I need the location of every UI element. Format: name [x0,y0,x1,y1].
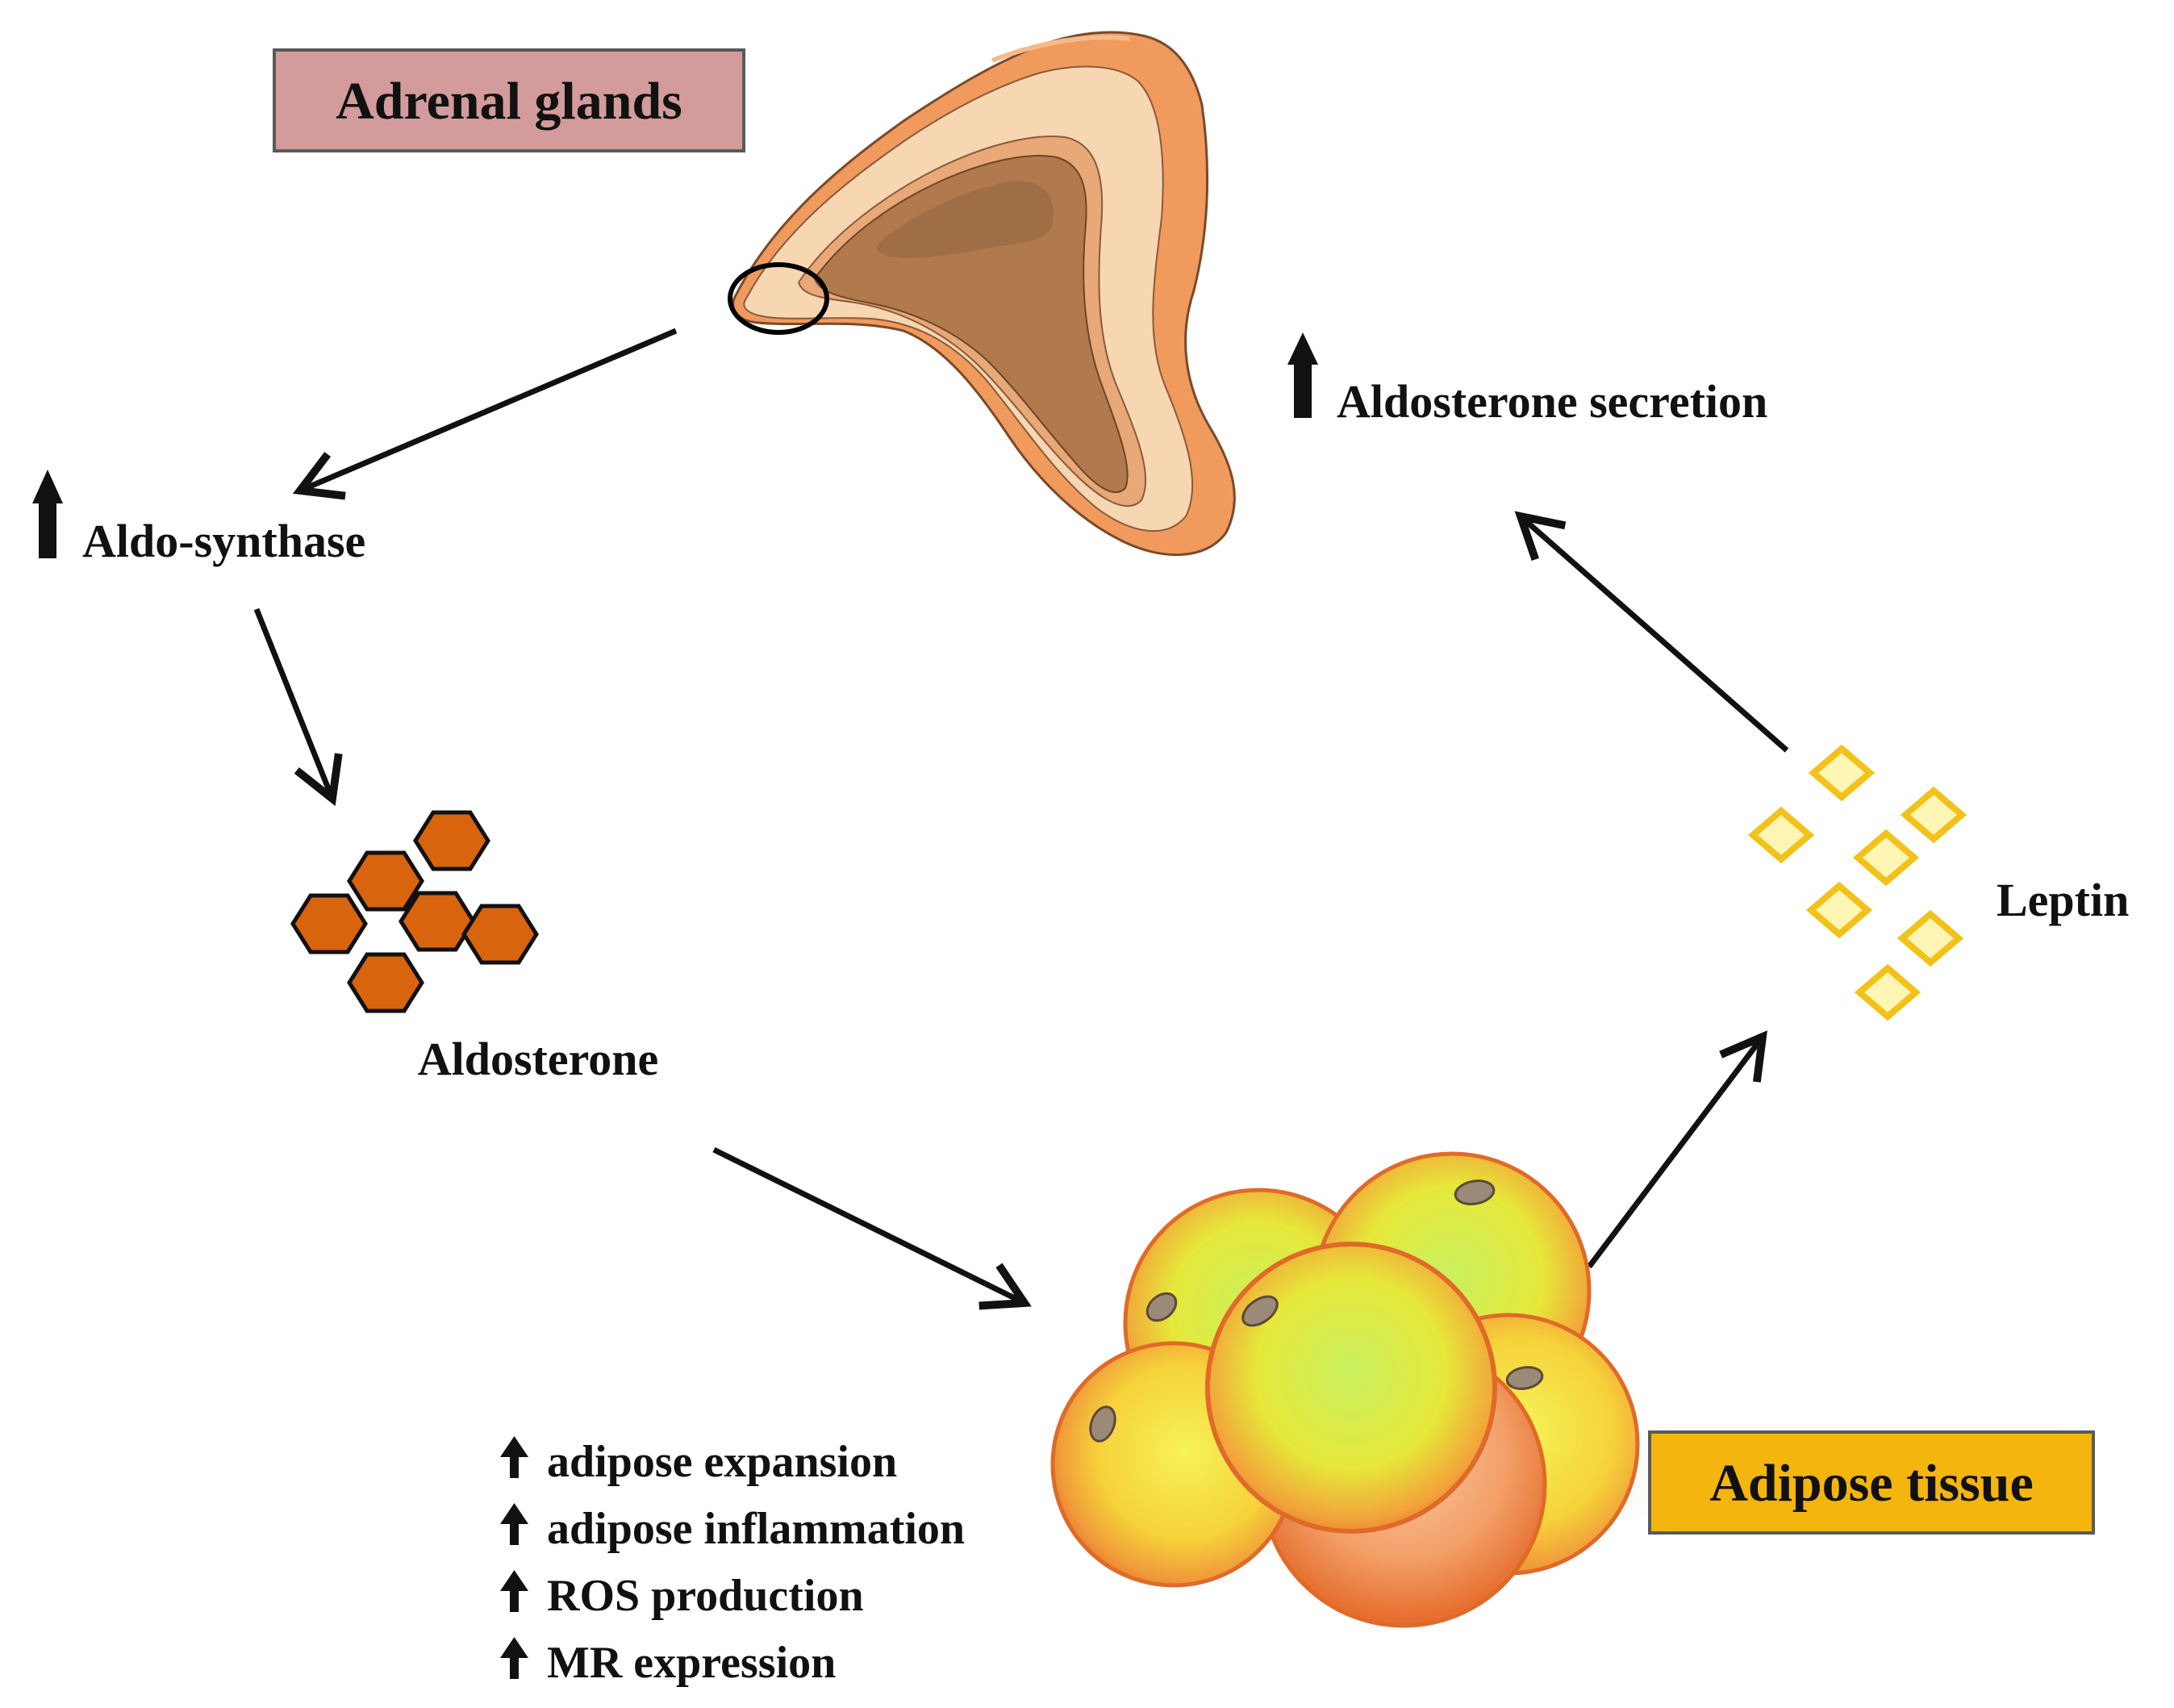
increase-arrow-icon [500,1570,528,1612]
adipose-tissue-box: Adipose tissue [1648,1430,2095,1535]
aldosterone-molecules [290,810,539,1013]
cell-nucleus [1241,1295,1279,1327]
zona-glomerulosa-highlight-circle [728,262,829,335]
arrow-aldo-synthase-to-aldosterone [253,608,343,807]
aldosterone-hexagon [290,893,368,954]
effect-label: adipose inflammation [547,1504,965,1554]
leptin-diamond [1900,786,1967,844]
aldosterone-hexagon [347,850,424,912]
aldosterone-secretion-annotation: Aldosterone secretion [1287,332,1767,428]
arrow-leptin-to-adrenal [1514,511,1789,753]
aldosterone-secretion-label: Aldosterone secretion [1337,375,1767,428]
leptin-diamond [1747,806,1815,864]
cell-nuclei [1089,1180,1544,1443]
leptin-label: Leptin [1997,874,2129,926]
cell-nucleus [1505,1366,1544,1390]
leptin-molecules [1747,744,1967,1021]
aldosterone-hexagon [398,891,476,952]
leptin-diamond [1852,829,1920,887]
cell-nucleus [1089,1405,1116,1443]
increase-arrow-icon [1287,332,1318,418]
aldosterone-hexagon [461,904,539,965]
effect-item: adipose inflammation [500,1503,965,1554]
increase-arrow-icon [32,470,63,558]
adrenal-medulla-shade [876,181,1054,258]
leptin-diamond [1897,909,1964,967]
effect-item: MR expression [500,1637,836,1688]
effect-item: ROS production [500,1570,864,1621]
adrenal-gland-illustration [728,31,1236,557]
adipose-effects-list: adipose expansion adipose inflammation R… [500,1436,965,1688]
aldosterone-hexagon [347,952,424,1013]
adipose-tissue-label: Adipose tissue [1709,1454,2034,1513]
cell-nucleus [1145,1292,1178,1322]
increase-arrow-icon [500,1503,528,1545]
effect-label: adipose expansion [547,1437,897,1487]
adrenal-outer-highlight [991,35,1130,63]
adrenal-glands-label: Adrenal glands [336,72,682,131]
adipose-cells-illustration [1050,1151,1718,1628]
leptin-diamond [1808,744,1876,802]
arrow-aldosterone-to-adipose [712,1146,1032,1310]
aldosterone-hexagon [413,810,490,871]
adrenal-glands-box: Adrenal glands [273,48,745,152]
increase-arrow-icon [500,1637,528,1679]
adipose-cell [1205,1242,1497,1534]
effect-label: MR expression [547,1638,836,1688]
arrow-adipose-to-leptin [1587,1030,1767,1269]
aldo-synthase-annotation: Aldo-synthase [32,470,365,567]
aldosterone-label: Aldosterone [418,1033,659,1085]
leptin-diamond [1854,963,1922,1021]
aldo-synthase-label: Aldo-synthase [82,515,365,567]
effect-item: adipose expansion [500,1436,897,1487]
effect-label: ROS production [547,1571,864,1621]
increase-arrow-icon [500,1436,528,1478]
arrow-adrenal-to-aldo-synthase [292,328,678,500]
leptin-diamond [1805,881,1873,939]
cell-nucleus [1454,1180,1496,1205]
